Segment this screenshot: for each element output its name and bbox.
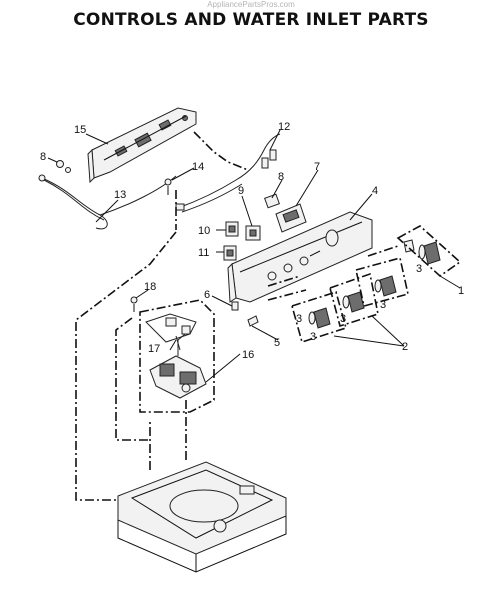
dashed-valve-box: [139, 299, 215, 413]
callout-3-c: 3: [340, 313, 346, 325]
callout-3-a: 3: [416, 263, 422, 275]
callout-12: 12: [278, 121, 290, 133]
timer-module-7: [275, 203, 307, 233]
callout-18: 18: [144, 281, 156, 293]
bracket-part-6: [231, 301, 239, 311]
callout-8-left: 8: [40, 151, 46, 163]
screw-part-18: [130, 296, 138, 312]
screw-part-8-left: [56, 160, 71, 173]
knob-part-3-d: [308, 307, 331, 329]
dashed-route-inner: [115, 317, 150, 441]
dashed-group-3-b: [355, 257, 409, 307]
callout-16: 16: [242, 349, 254, 361]
dashed-shaft-lines: [267, 245, 399, 301]
callout-8-right: 8: [278, 171, 284, 183]
callout-3-d: 3: [310, 331, 316, 343]
knob-part-3-b: [374, 275, 397, 297]
callout-3-b: 3: [380, 299, 386, 311]
dashed-group-3-d: [291, 290, 347, 344]
dashed-route-panel: [193, 131, 249, 171]
water-inlet-valve-16: [149, 329, 207, 399]
callout-17: 17: [148, 343, 160, 355]
knob-part-3-c: [342, 291, 365, 313]
callout-10: 10: [198, 225, 210, 237]
cabinet-top-frame: [117, 461, 287, 573]
callout-15: 15: [74, 124, 86, 136]
knob-part-3-e: [403, 239, 415, 253]
dashed-group-3-c: [329, 272, 379, 328]
callout-11: 11: [198, 247, 209, 259]
callout-5: 5: [274, 337, 280, 349]
screw-part-14: [164, 178, 172, 195]
callout-1: 1: [458, 285, 464, 297]
callout-9: 9: [238, 185, 244, 197]
callout-7: 7: [314, 161, 320, 173]
callout-6: 6: [204, 289, 210, 301]
dashed-group-1: [396, 225, 462, 278]
callout-4: 4: [372, 185, 378, 197]
switch-part-9: [245, 225, 261, 241]
switch-part-8-right: [264, 193, 280, 209]
knob-part-3-a: [418, 241, 441, 265]
callout-2: 2: [402, 341, 408, 353]
harness-part-17: [145, 313, 197, 351]
callout-labels: 15 8 13 14 12 7 8 9 10 11 4 6 5 3 3 3 3 …: [40, 121, 464, 361]
page-title: CONTROLS AND WATER INLET PARTS: [73, 10, 429, 30]
control-panel-rear: [87, 107, 197, 184]
clip-part-5: [247, 315, 259, 327]
callout-13: 13: [114, 189, 126, 201]
leader-lines: [47, 129, 461, 383]
wire-harness-12: [175, 133, 281, 213]
switch-part-11: [223, 245, 237, 261]
callout-14: 14: [192, 161, 204, 173]
watermark: AppliancePartsPros.com: [207, 0, 295, 9]
wire-harness-13: [38, 174, 177, 230]
console-housing-4: [227, 211, 373, 303]
dashed-route-left: [75, 231, 177, 501]
switch-part-10: [225, 221, 239, 237]
callout-3-e: 3: [296, 313, 302, 325]
